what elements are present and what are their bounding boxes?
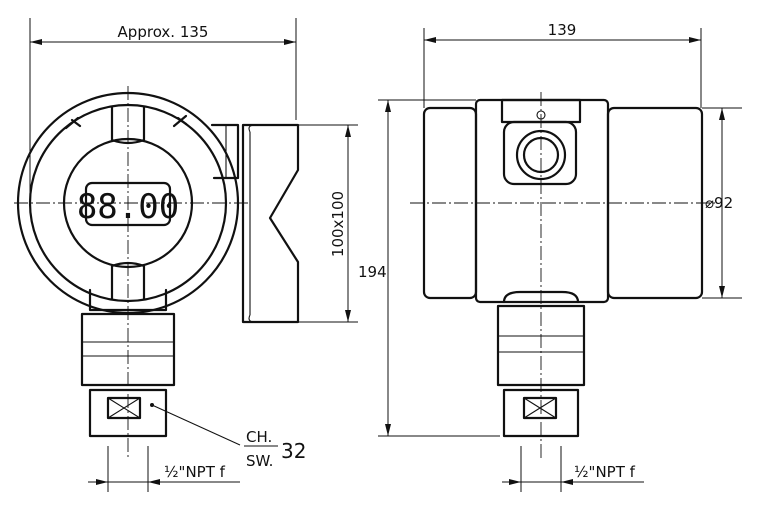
sensor-body [80, 312, 176, 387]
side-hex-fitting [502, 388, 580, 438]
dimension-thread-front: ½"NPT f [88, 446, 240, 492]
thread-side-label: ½"NPT f [574, 463, 636, 481]
dimension-thread-side: ½"NPT f [502, 446, 644, 492]
dimension-diameter-92: ⌀92 [702, 107, 742, 299]
hex-fitting [88, 388, 168, 438]
dimension-194: 194 [358, 99, 500, 437]
screw-left [64, 116, 82, 130]
dimension-139: 139 [423, 21, 702, 108]
side-sensor-body [496, 304, 586, 387]
approx-width-label: Approx. 135 [118, 23, 209, 41]
wrench-size-label: CH. SW. 32 [244, 428, 306, 470]
side-view: 139 ⌀92 194 [358, 21, 742, 492]
dimension-approx-135: Approx. 135 [29, 18, 297, 200]
front-view: Approx. 135 88.00 100x100 [14, 18, 358, 492]
bracket-size-label: 100x100 [329, 191, 347, 257]
side-width-label: 139 [548, 21, 577, 39]
screw-right [172, 114, 188, 128]
hex-flat-side [522, 396, 558, 420]
wrench-sw: SW. [246, 452, 273, 470]
diameter-label: ⌀92 [705, 194, 733, 212]
dimension-100x100: 100x100 [298, 124, 358, 323]
thread-front-label: ½"NPT f [164, 463, 226, 481]
mounting-bracket [241, 123, 300, 324]
wrench-ch: CH. [246, 428, 272, 446]
hex-flat-front [106, 396, 142, 420]
conduit-boss [502, 120, 578, 186]
wrench-size: 32 [281, 439, 306, 463]
height-label: 194 [358, 263, 387, 281]
